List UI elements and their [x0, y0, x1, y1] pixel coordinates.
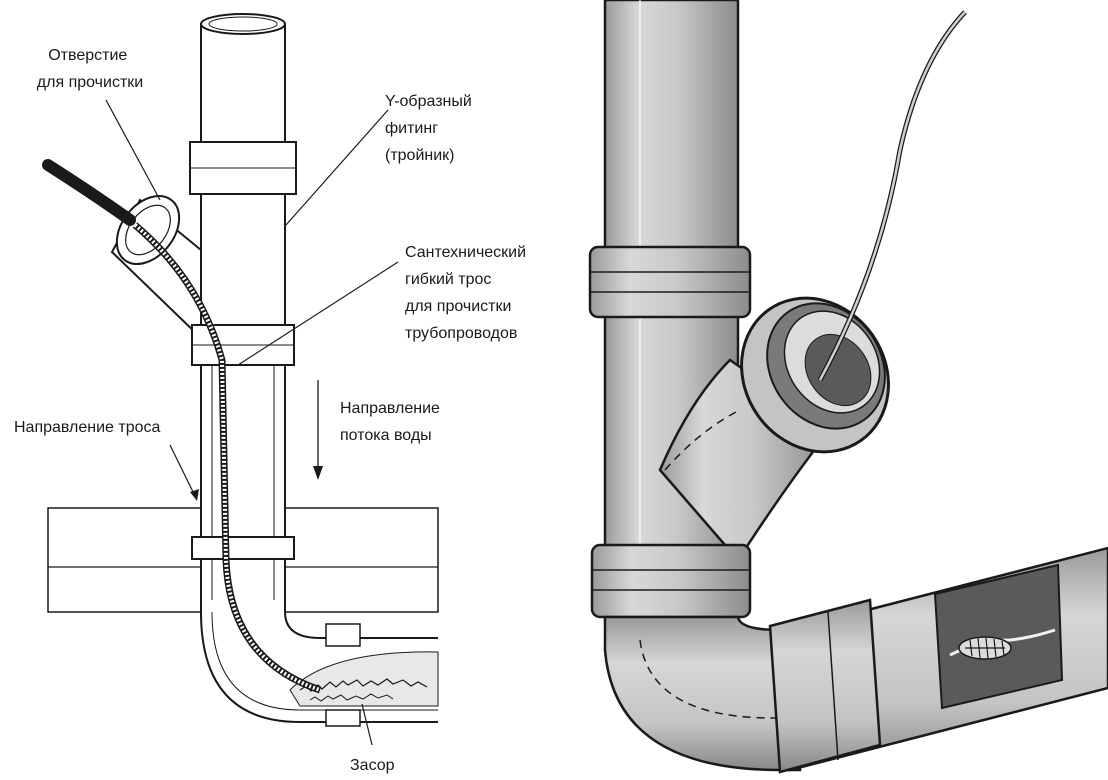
leader-lines [105, 99, 399, 746]
lower-coupling [191, 536, 295, 560]
mid-coupling [191, 324, 295, 366]
left-diagram: Отверстие для прочистки Y-образный фитин… [14, 13, 531, 774]
elbow-pipe [200, 611, 438, 727]
blockage-debris [289, 651, 439, 707]
top-coupling [189, 141, 297, 195]
y-branch [110, 195, 202, 341]
label-y-fitting: Y-образный фитинг (тройник) [385, 93, 476, 164]
right-lower-coupling [590, 543, 752, 619]
label-cable: Сантехнический гибкий трос для прочистки… [405, 244, 531, 342]
water-flow-arrow [313, 380, 323, 480]
cleaning-cable [42, 159, 322, 694]
cutaway-window [933, 563, 1064, 710]
label-cable-direction: Направление троса [14, 419, 161, 436]
label-blockage: Засор [350, 757, 395, 774]
right-cable [817, 10, 967, 382]
right-illustration [588, 0, 1108, 774]
vertical-pipe [200, 195, 286, 625]
right-elbow [603, 615, 802, 772]
label-water-flow: Направление потока воды [340, 400, 444, 444]
top-pipe [200, 13, 286, 145]
right-upper-coupling [588, 245, 752, 319]
auger-head [958, 636, 1012, 660]
label-cleanout-hole: Отверстие для прочистки [37, 47, 143, 91]
